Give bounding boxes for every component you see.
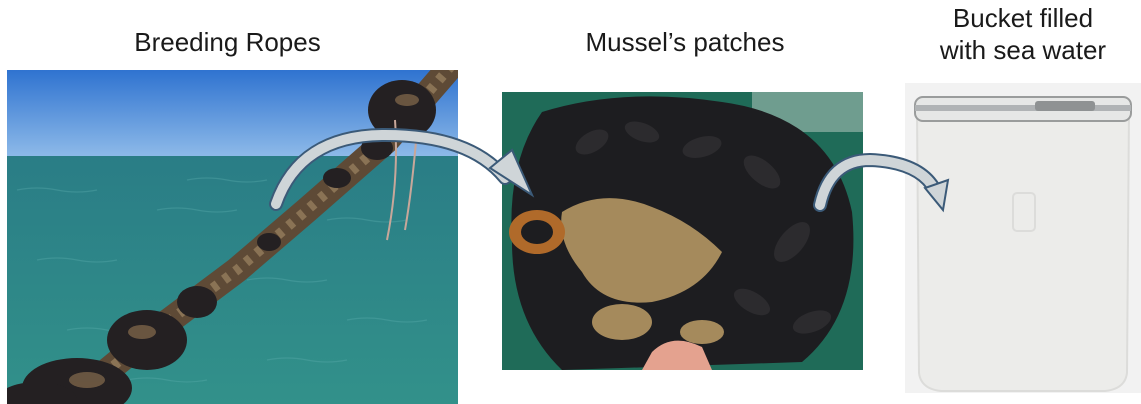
patch-to-bucket-arrow [820, 160, 948, 210]
rope-to-patch-arrow [276, 135, 532, 204]
